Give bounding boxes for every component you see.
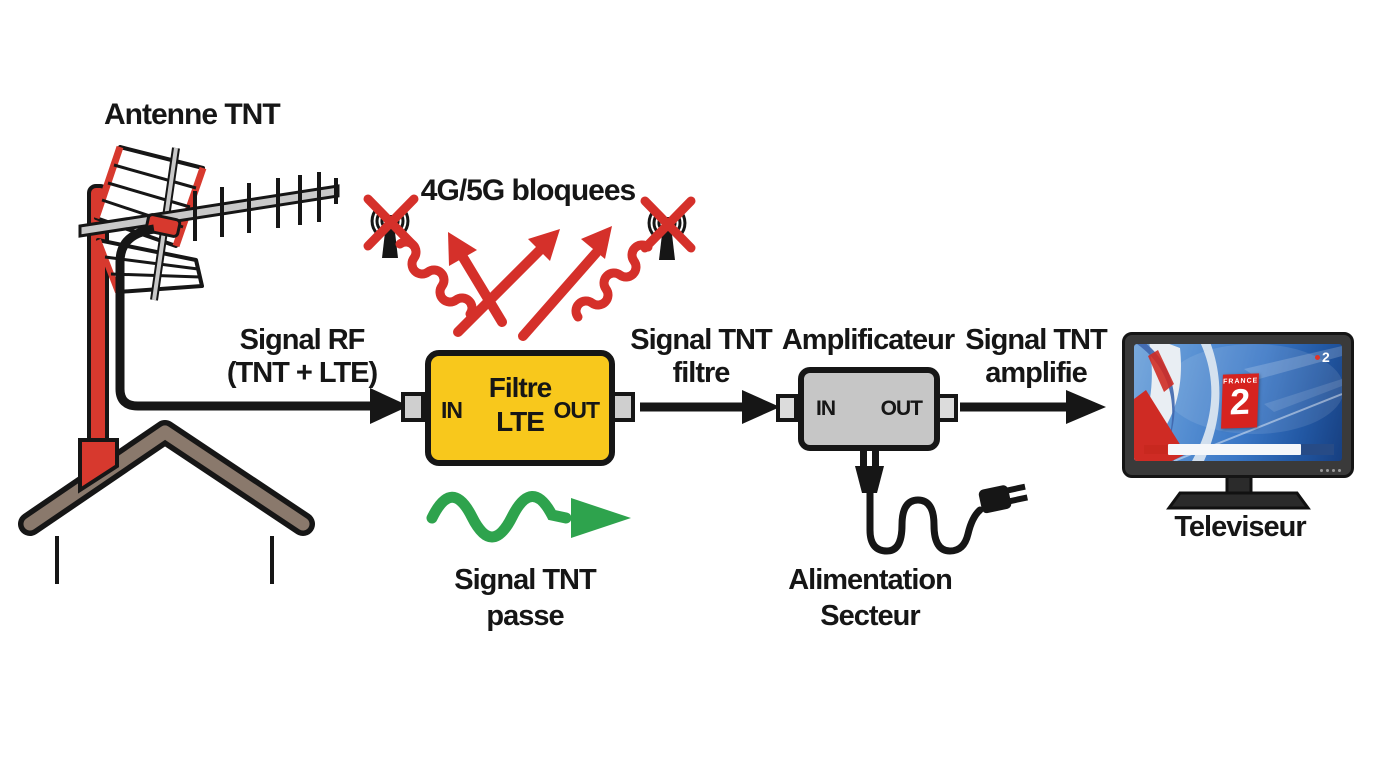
tnt-wave-icon [426, 491, 631, 543]
power-line1: Alimentation [788, 564, 953, 596]
blocked-cell-tower-right-icon [640, 196, 696, 260]
signal-amplified-label: Signal TNT amplifie [965, 324, 1107, 391]
signal-filtered-line1: Signal TNT [630, 324, 772, 356]
progress-bar-end [1301, 444, 1334, 455]
ticker-label [1144, 445, 1167, 454]
signal-rf-label: Signal RF (TNT + LTE) [226, 324, 378, 391]
filter-out-port: OUT [553, 397, 600, 423]
amplifier-out-port: OUT [880, 397, 923, 420]
amplifier-box: IN OUT [798, 367, 940, 451]
signal-flow-arrows [640, 390, 1106, 424]
tv-indicator-leds [1320, 469, 1341, 472]
amplifier-input-connector [776, 394, 798, 422]
signal-pass-line2: passe [486, 600, 564, 633]
tv-label: Televiseur [1174, 511, 1306, 543]
blocked-label: 4G/5G bloquees [420, 174, 636, 207]
bug-dot-icon [1315, 354, 1320, 360]
france2-logo: FRANCE 2 [1221, 373, 1259, 429]
filter-in-port: IN [441, 397, 463, 423]
channel-bug: 2 [1315, 349, 1330, 365]
filter-name-line2: LTE [496, 406, 545, 437]
power-plug-icon [855, 451, 1028, 555]
lte-filter-box: Filtre LTE IN OUT [425, 350, 615, 466]
lte-wave-right-icon [571, 240, 653, 322]
signal-rf-line2: (TNT + LTE) [226, 357, 378, 390]
progress-bar [1168, 444, 1301, 455]
blocked-signal-arrows-icon [448, 226, 612, 341]
signal-pass-label: Signal TNT passe [454, 562, 596, 635]
signal-pass-line1: Signal TNT [454, 564, 596, 596]
signal-amplified-line2: amplifie [985, 357, 1088, 390]
signal-filtered-label: Signal TNT filtre [630, 324, 772, 391]
coax-cable-arrow [115, 224, 409, 424]
bug-number: 2 [1322, 349, 1330, 365]
lte-wave-left-icon [395, 237, 477, 319]
signal-amplified-line1: Signal TNT [965, 324, 1107, 356]
signal-rf-line1: Signal RF [239, 324, 366, 356]
house-roof-icon [18, 420, 315, 584]
blocked-cell-tower-left-icon [363, 194, 419, 258]
tv-stand [1166, 474, 1311, 510]
mast-bracket [78, 438, 119, 494]
filter-input-connector [401, 392, 425, 422]
channel-number: 2 [1229, 380, 1251, 423]
power-label: Alimentation Secteur [788, 562, 953, 635]
power-line2: Secteur [820, 600, 920, 633]
tv-screen: FRANCE 2 2 [1134, 344, 1342, 461]
television: FRANCE 2 2 [1122, 332, 1354, 478]
amplifier-label: Amplificateur [781, 324, 955, 356]
antenna-label: Antenne TNT [104, 98, 281, 131]
signal-filtered-line2: filtre [672, 357, 731, 390]
filter-name-line1: Filtre [488, 372, 552, 403]
amplifier-in-port: IN [816, 397, 836, 420]
